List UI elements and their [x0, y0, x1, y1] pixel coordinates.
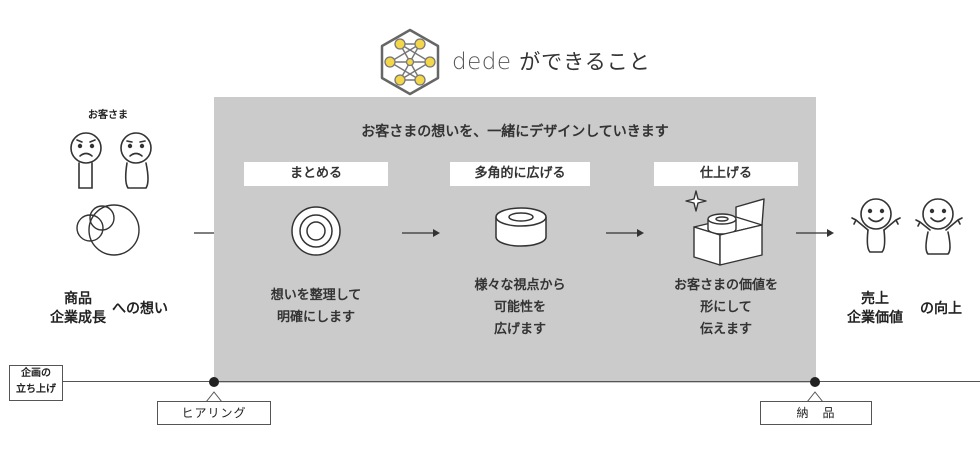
dede-logo [376, 28, 444, 96]
thoughts-line-2: 企業成長 [50, 310, 106, 326]
step-label-expand: 多角的に広げる [450, 162, 590, 186]
timeline-line [60, 381, 980, 382]
step-desc-3: お客さまの価値を 形にして 伝えます [644, 275, 808, 341]
step-label-finish: 仕上げる [654, 162, 798, 186]
step-desc-2-line-1: 様々な視点から [474, 278, 566, 293]
tape-roll-icon [490, 205, 552, 249]
flag-pointer [204, 388, 224, 402]
overlapping-circles-icon [74, 196, 146, 258]
milestone-hearing: ヒアリング [157, 401, 271, 425]
customer-label: お客さま [88, 110, 128, 121]
brand-name: dede [452, 49, 512, 75]
header-title: dede ができること [452, 46, 651, 76]
step-desc-3-line-1: お客さまの価値を [673, 278, 778, 293]
result-suffix: の向上 [920, 301, 962, 317]
result-line-1: 売上 [861, 291, 889, 307]
result-stack: 売上 企業価値 [847, 290, 903, 328]
thoughts-suffix: への想い [112, 301, 168, 317]
start-label-line-1: 企画の [21, 368, 51, 379]
thoughts-stack: 商品 企業成長 [50, 290, 106, 328]
milestone-dot-delivery [810, 377, 820, 387]
milestone-dot-hearing [209, 377, 219, 387]
thoughts-line-1: 商品 [64, 291, 92, 307]
happy-customers-icon [848, 192, 970, 258]
milestone-delivery: 納 品 [760, 401, 872, 425]
header-title-suffix: ができること [519, 50, 651, 74]
gift-box-icon [684, 187, 770, 269]
step-label-matomeru: まとめる [244, 162, 388, 186]
concentric-circles-icon [286, 201, 346, 261]
result-line-2: 企業価値 [847, 310, 903, 326]
start-label-line-2: 立ち上げ [16, 384, 56, 395]
process-panel: お客さまの想いを、一緒にデザインしていきます まとめる 想いを整理して 明確にし… [214, 97, 816, 383]
worried-customers-icon [62, 122, 166, 196]
step-desc-1-line-2: 明確にします [276, 310, 355, 325]
panel-heading: お客さまの想いを、一緒にデザインしていきます [361, 124, 669, 140]
step-desc-3-line-2: 形にして [700, 300, 752, 315]
flag-pointer [805, 388, 825, 402]
step-desc-1: 想いを整理して 明確にします [236, 285, 396, 329]
arrow-right-icon [402, 228, 442, 238]
step-desc-2: 様々な視点から 可能性を 広げます [440, 275, 600, 341]
arrow-right-icon [796, 228, 836, 238]
step-desc-1-line-1: 想いを整理して [270, 288, 362, 303]
step-desc-2-line-2: 可能性を [493, 300, 546, 315]
arrow-right-icon [606, 228, 646, 238]
step-desc-3-line-3: 伝えます [699, 322, 752, 337]
step-desc-2-line-3: 広げます [493, 322, 546, 337]
start-label-box: 企画の 立ち上げ [9, 365, 63, 401]
